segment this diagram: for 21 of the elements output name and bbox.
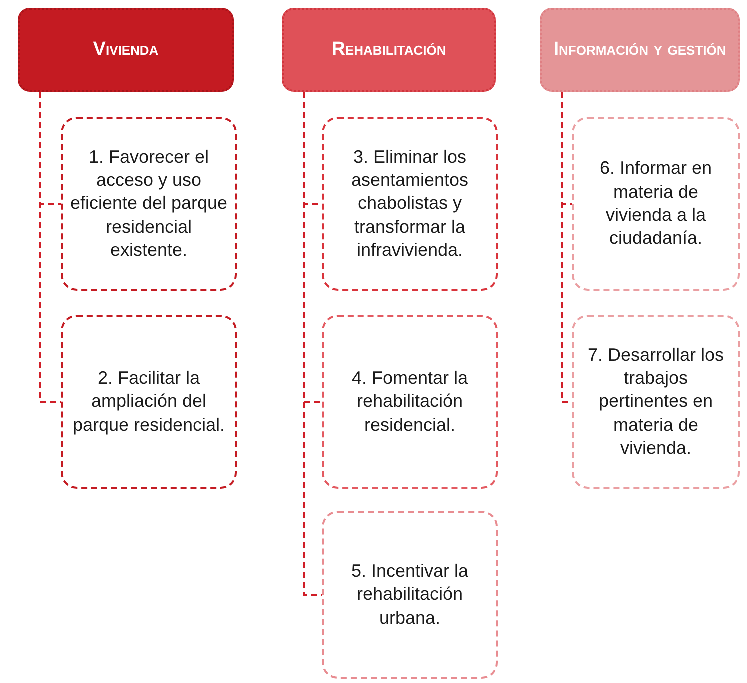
objective-box	[61, 315, 237, 489]
objective-text: 3. Eliminar los asentamientos chabolistas y transformar la infravivienda.	[350, 146, 470, 262]
header-text: Rehabilitación	[332, 38, 446, 62]
objective-text: 5. Incentivar la rehabilitación urbana.	[350, 560, 470, 630]
connector-line	[39, 92, 61, 403]
objective-box	[322, 511, 498, 679]
category-header	[18, 8, 234, 92]
objective-text: 2. Facilitar la ampliación del parque residencial.	[72, 366, 226, 437]
objective-box	[61, 117, 237, 291]
category-header	[282, 8, 496, 92]
objective-text: 6. Informar en materia de vivienda a la ciudadanía.	[598, 157, 714, 250]
objective-text: 7. Desarrollar los trabajos pertinentes en materia de vivienda.	[586, 344, 726, 460]
objective-text: 1. Favorecer el acceso y uso eficiente del parque residencial existente.	[69, 146, 229, 262]
objective-box	[322, 315, 498, 489]
header-text: Información y gestión	[554, 38, 726, 62]
objective-text: 4. Fomentar la rehabilitación residencial.	[350, 366, 470, 437]
header-text: Vivienda	[93, 38, 159, 62]
objective-box	[572, 117, 740, 291]
objective-box	[572, 315, 740, 489]
objective-box	[322, 117, 498, 291]
category-header	[540, 8, 740, 92]
